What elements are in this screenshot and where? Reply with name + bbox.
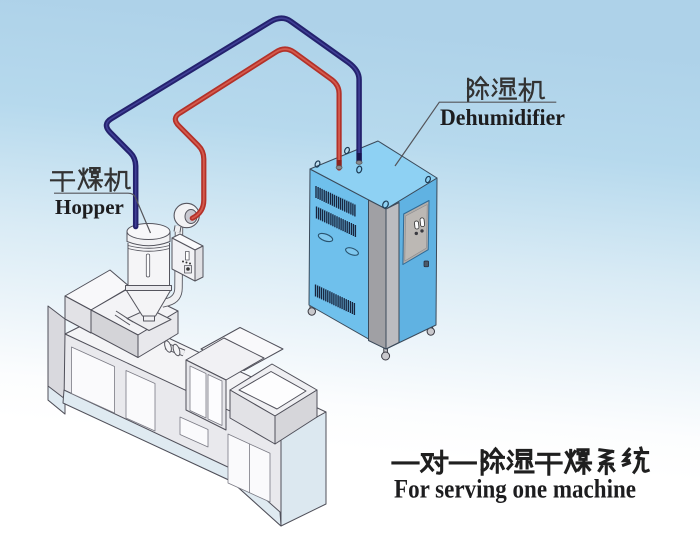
svg-text:Hopper: Hopper — [55, 195, 124, 219]
svg-text:Dehumidifier: Dehumidifier — [440, 105, 565, 130]
svg-text:For serving one machine: For serving one machine — [394, 475, 636, 504]
